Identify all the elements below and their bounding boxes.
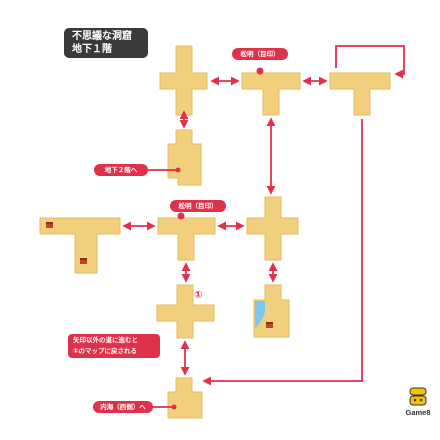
tile-t-top-right bbox=[329, 72, 391, 116]
torch-label-mid: 松明（目印） bbox=[170, 200, 226, 212]
leader-dot bbox=[171, 404, 177, 410]
loop-arrow bbox=[335, 45, 405, 79]
tile-cross-top-left bbox=[159, 45, 208, 116]
circled-one-marker: ① bbox=[194, 290, 203, 301]
warning-note-line1: 矢印以外の道に進むと bbox=[73, 336, 138, 344]
map-title-line1: 不思議な洞窟 bbox=[72, 31, 132, 42]
treasure-chest-icon bbox=[46, 222, 53, 228]
tile-water-room bbox=[253, 284, 290, 338]
torch-label-top: 松明（目印） bbox=[232, 48, 288, 60]
water-area bbox=[255, 301, 265, 328]
game8-logo-icon bbox=[409, 387, 427, 406]
torch-marker-icon bbox=[256, 67, 264, 75]
to-sea-label: 内海（西側）へ bbox=[93, 401, 153, 413]
map-title-line2: 地下１階 bbox=[72, 44, 112, 55]
torch-marker-icon bbox=[177, 212, 185, 220]
tile-cross-mid-right bbox=[246, 196, 299, 261]
tile-t-torch-mid bbox=[157, 217, 216, 261]
tile-t-west bbox=[39, 217, 121, 274]
treasure-chest-icon bbox=[80, 258, 87, 264]
tile-t-torch-top bbox=[241, 72, 301, 116]
game8-logo: Game8 bbox=[398, 386, 438, 420]
game8-logo-text: Game8 bbox=[405, 408, 431, 417]
warning-note: 矢印以外の道に進むと ①のマップに戻される bbox=[68, 334, 160, 358]
tile-b2-stairs bbox=[167, 129, 202, 186]
tile-cross-one bbox=[156, 284, 215, 339]
to-b2-label: 地下２階へ bbox=[94, 164, 148, 176]
tile-entrance bbox=[167, 377, 203, 419]
leader-dot bbox=[175, 167, 181, 173]
treasure-chest-icon bbox=[266, 322, 273, 328]
long-route-arrow bbox=[202, 119, 363, 386]
warning-note-line2: ①のマップに戻される bbox=[73, 347, 138, 355]
map-title: 不思議な洞窟 地下１階 bbox=[64, 28, 148, 58]
